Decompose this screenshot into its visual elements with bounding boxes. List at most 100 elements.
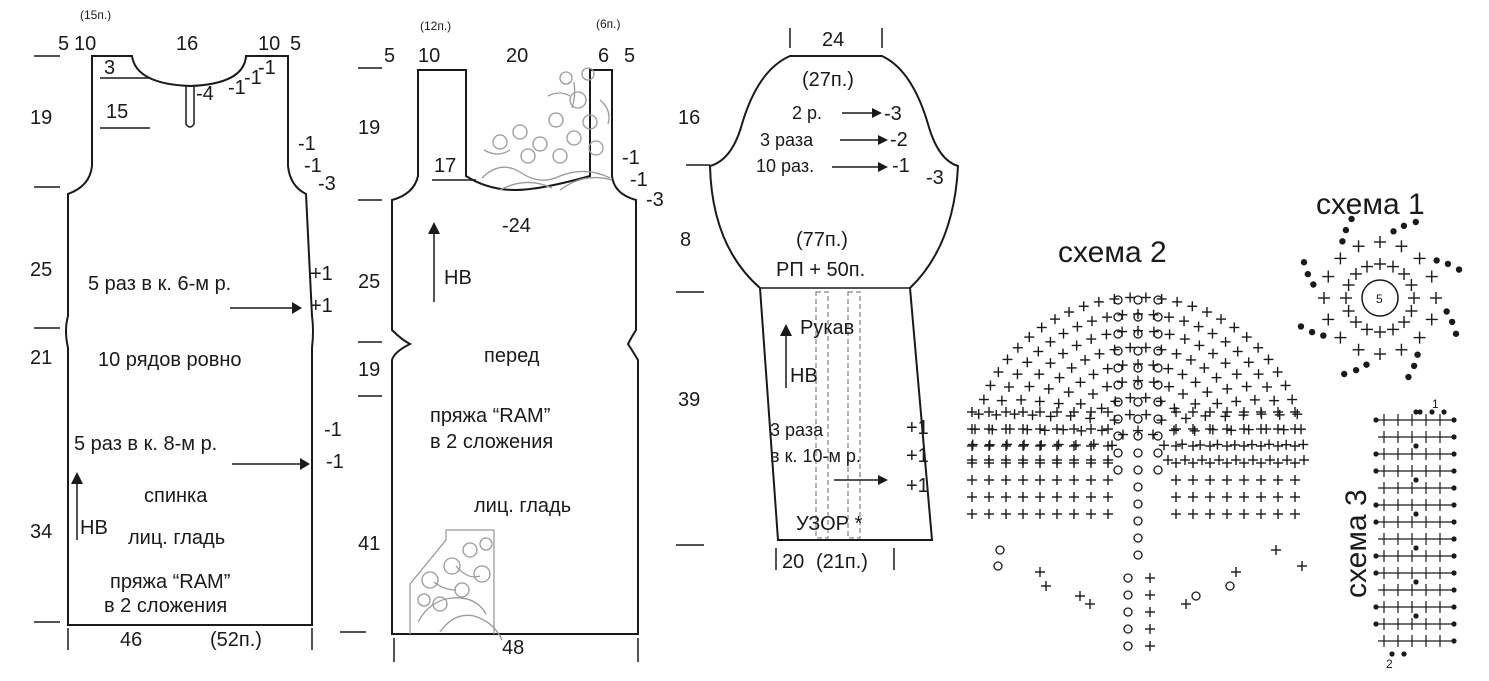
scheme1-picot	[1452, 330, 1460, 337]
front-arm-dec-2: -1	[630, 169, 648, 191]
back-bottom-dim: 46	[120, 629, 142, 651]
sleeve-inc-mark-3: +1	[906, 475, 929, 497]
scheme2-chain	[1113, 312, 1123, 322]
sleeve-top-dim: 24	[822, 29, 844, 51]
scheme2-chain	[1133, 295, 1143, 305]
back-top-dim-4: 10	[258, 33, 280, 55]
scheme3-dot	[1413, 511, 1419, 517]
back-decrease-mark-2: -1	[326, 451, 344, 473]
scheme-1: схема 1 5	[1297, 188, 1463, 381]
back-neck-mark-2: 15	[106, 101, 128, 123]
scheme2-chain	[1153, 465, 1163, 475]
scheme2-chain	[1113, 380, 1123, 390]
scheme3-dot	[1451, 451, 1457, 457]
scheme2-chain	[995, 545, 1005, 555]
scheme2-chain	[1153, 295, 1163, 305]
scheme2-chain	[1113, 329, 1123, 339]
front-side-dim-3: 19	[358, 359, 380, 381]
scheme3-dot	[1451, 570, 1457, 576]
back-decrease-text: 5 раз в к. 8-м р.	[74, 433, 217, 455]
back-neck-dec-1: -4	[196, 83, 214, 105]
scheme1-picot	[1433, 257, 1440, 264]
front-arm-dec-1: -1	[622, 147, 640, 169]
scheme1-picot	[1342, 226, 1350, 234]
front-hem-lace-motif	[409, 529, 503, 641]
scheme1-center: 5	[1376, 292, 1383, 306]
sleeve-cap-row-1-value: -3	[884, 103, 902, 125]
scheme1-picot	[1310, 281, 1317, 288]
scheme2-chain	[1123, 573, 1133, 583]
front-side-dim-4: 41	[358, 533, 380, 555]
scheme2-chain	[1133, 329, 1143, 339]
back-neck-mark-1: 3	[104, 57, 115, 79]
scheme2-chain	[1133, 499, 1143, 509]
scheme2-chain	[1133, 414, 1143, 424]
scheme2-chain	[1133, 346, 1143, 356]
scheme1-picot	[1443, 308, 1450, 315]
back-neck-slit	[185, 86, 195, 128]
scheme2-chain	[1133, 533, 1143, 543]
scheme1-picot	[1444, 260, 1452, 268]
sleeve-cap-row-2-label: 3 раза	[760, 130, 814, 150]
scheme3-dot	[1373, 604, 1379, 610]
scheme3-dot	[1401, 651, 1407, 657]
sleeve-cap-row-1-label: 2 р.	[792, 103, 822, 123]
scheme3-dot	[1451, 587, 1457, 593]
front-right-stitches: (6п.)	[596, 17, 621, 31]
front-side-dim-2: 25	[358, 271, 380, 293]
front-neck-decrease: -24	[502, 215, 531, 237]
scheme2-chain	[1133, 448, 1143, 458]
scheme1-picot	[1304, 270, 1312, 278]
scheme3-dot	[1373, 621, 1379, 627]
scheme3-dot	[1451, 519, 1457, 525]
scheme1-center-ring	[1361, 279, 1399, 317]
scheme1-title: схема 1	[1316, 188, 1425, 221]
sleeve-lace-stripes	[815, 291, 861, 539]
scheme3-dot	[1373, 519, 1379, 525]
scheme1-picot	[1363, 361, 1370, 368]
sleeve-inc-mark-2: +1	[906, 445, 929, 467]
front-top-dim-3: 20	[506, 45, 528, 67]
scheme1-marks	[1297, 215, 1463, 381]
front-arm-dec-3: -3	[646, 189, 664, 211]
sleeve-pattern: УЗОР *	[796, 513, 863, 535]
scheme3-title: схема 3	[1340, 489, 1373, 598]
scheme3-row-top: 1	[1432, 397, 1439, 411]
scheme1-picot	[1352, 366, 1360, 374]
scheme3-dot	[1413, 443, 1419, 449]
back-decrease-mark-1: -1	[324, 419, 342, 441]
scheme3-dot	[1451, 638, 1457, 644]
scheme1-picot	[1448, 318, 1456, 326]
scheme3-dot	[1373, 451, 1379, 457]
scheme3-dot	[1451, 502, 1457, 508]
scheme2-chain	[1133, 465, 1143, 475]
back-yarn-1: пряжа “RAM”	[110, 571, 230, 593]
scheme1-picot	[1410, 362, 1418, 370]
back-arm-dec-1: -1	[298, 133, 316, 155]
front-title: перед	[484, 345, 540, 367]
front-top-dim-4: 6	[598, 45, 609, 67]
scheme2-chain	[1153, 380, 1163, 390]
scheme2-chain	[1133, 516, 1143, 526]
scheme3-dot	[1413, 579, 1419, 585]
front-piece: 5 10 (12п.) 20 (6п.) 6 5 19 25 19 41 17 …	[340, 17, 664, 662]
scheme2-title: схема 2	[1058, 236, 1167, 269]
scheme2-chain	[1153, 397, 1163, 407]
back-increase-mark-1: +1	[310, 263, 333, 285]
scheme2-chain	[1153, 431, 1163, 441]
sleeve-inc-2: в к. 10-м р.	[770, 446, 861, 466]
scheme2-chain	[1133, 550, 1143, 560]
back-neck-dec-4: -1	[258, 57, 276, 79]
front-hb: НВ	[444, 267, 472, 289]
scheme3-dot	[1451, 468, 1457, 474]
scheme2-chain	[1225, 581, 1235, 591]
back-top-dim-5: 5	[290, 33, 301, 55]
back-bottom-stitches: (52п.)	[210, 629, 262, 651]
front-side-dim-1: 19	[358, 117, 380, 139]
scheme2-chain	[1123, 624, 1133, 634]
scheme2-chain	[1123, 607, 1133, 617]
scheme3-dot	[1451, 553, 1457, 559]
scheme2-chain	[1113, 431, 1123, 441]
scheme2-chain	[1133, 380, 1143, 390]
scheme3-dot	[1373, 468, 1379, 474]
